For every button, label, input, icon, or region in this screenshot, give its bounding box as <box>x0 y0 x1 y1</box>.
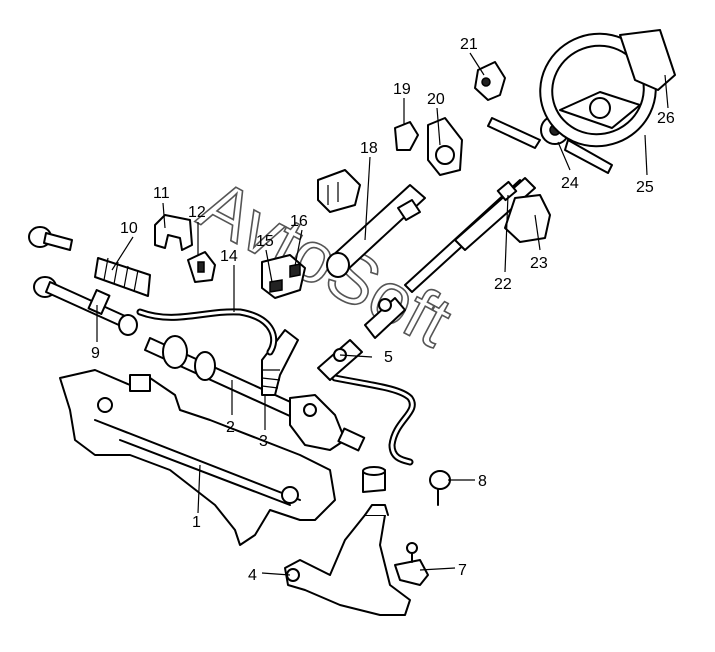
callout-25: 25 <box>636 179 654 196</box>
callout-7: 7 <box>458 562 467 579</box>
part-ignition-housing <box>427 117 463 176</box>
part-horn-pad <box>619 29 676 91</box>
part-hoses <box>136 308 416 466</box>
callouts: 1 2 3 4 5 7 8 9 10 11 12 14 15 16 18 19 … <box>91 36 675 584</box>
part-steering-shaft <box>404 177 536 293</box>
callout-19: 19 <box>393 81 411 98</box>
callout-20: 20 <box>427 91 445 108</box>
part-tie-rod <box>33 276 138 336</box>
callout-3: 3 <box>259 433 268 450</box>
callout-15: 15 <box>256 233 274 250</box>
part-lock-cylinder <box>474 61 506 101</box>
part-mount-clamp <box>261 254 306 299</box>
part-column-tube <box>317 169 426 278</box>
part-steering-rack <box>144 335 366 452</box>
part-inner-tie-rod <box>28 226 151 297</box>
callout-1: 1 <box>192 514 201 531</box>
part-clamp <box>154 214 193 251</box>
callout-2: 2 <box>226 419 235 436</box>
part-bush <box>187 251 216 283</box>
callout-21: 21 <box>460 36 478 53</box>
callout-23: 23 <box>530 255 548 272</box>
part-bracket <box>504 194 551 243</box>
part-housing-small <box>394 121 419 151</box>
part-ball-joint <box>394 542 429 586</box>
part-subframe <box>59 369 336 546</box>
callout-5: 5 <box>384 349 393 366</box>
callout-4: 4 <box>248 567 257 584</box>
callout-14: 14 <box>220 248 238 265</box>
callout-24: 24 <box>561 175 579 192</box>
callout-11: 11 <box>153 185 170 202</box>
part-bellows-boot <box>261 329 299 396</box>
leader-lines <box>96 52 669 576</box>
part-control-arm <box>284 504 411 616</box>
callout-26: 26 <box>657 110 675 127</box>
callout-8: 8 <box>478 473 487 490</box>
part-tie-rod-end <box>429 470 451 506</box>
callout-12: 12 <box>188 204 206 221</box>
callout-18: 18 <box>360 140 378 157</box>
callout-16: 16 <box>290 213 308 230</box>
callout-10: 10 <box>120 220 138 237</box>
callout-22: 22 <box>494 276 512 293</box>
part-universal-joint <box>317 297 406 381</box>
part-bushing <box>362 466 386 493</box>
callout-9: 9 <box>91 345 100 362</box>
